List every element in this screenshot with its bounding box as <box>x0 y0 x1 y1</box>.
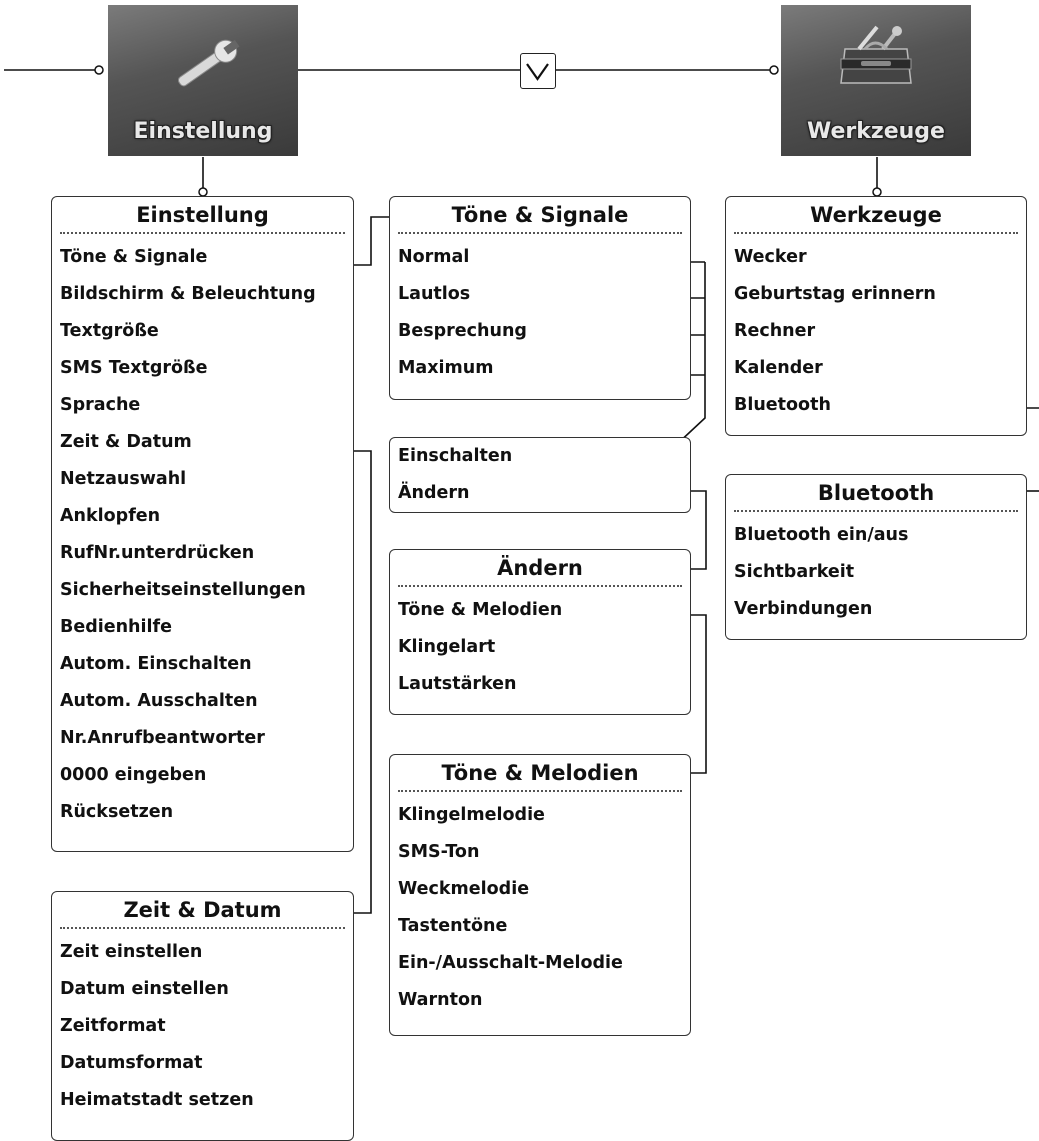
menu-zeit-datum: Zeit & Datum Zeit einstellen Datum einst… <box>51 891 354 1141</box>
tile-label: Werkzeuge <box>807 119 945 144</box>
menu-list: Normal Lautlos Besprechung Maximum <box>390 239 690 387</box>
menu-item-heimatstadt[interactable]: Heimatstadt setzen <box>60 1090 254 1110</box>
menu-item-bildschirm[interactable]: Bildschirm & Beleuchtung <box>60 284 316 304</box>
tile-einstellung[interactable]: Einstellung <box>108 5 298 156</box>
connector-node <box>198 187 208 197</box>
menu-toene-signale: Töne & Signale Normal Lautlos Besprechun… <box>389 196 691 400</box>
menu-item-tastentoene[interactable]: Tastentöne <box>398 916 508 936</box>
menu-title: Töne & Melodien <box>441 761 639 785</box>
menu-item-klingelmelodie[interactable]: Klingelmelodie <box>398 805 545 825</box>
menu-item-geburtstag[interactable]: Geburtstag erinnern <box>734 284 936 304</box>
dotted-divider <box>60 232 345 234</box>
menu-item-toene-melodien[interactable]: Töne & Melodien <box>398 600 563 620</box>
menu-item-sms-textgroesse[interactable]: SMS Textgröße <box>60 358 208 378</box>
menu-header: Werkzeuge <box>726 197 1026 235</box>
menu-header: Einstellung <box>52 197 353 235</box>
tile-werkzeuge[interactable]: Werkzeuge <box>781 5 971 156</box>
menu-item-toene-signale[interactable]: Töne & Signale <box>60 247 208 267</box>
menu-werkzeuge: Werkzeuge Wecker Geburtstag erinnern Rec… <box>725 196 1027 436</box>
menu-list: Zeit einstellen Datum einstellen Zeitfor… <box>52 934 353 1119</box>
menu-title: Werkzeuge <box>810 203 942 227</box>
menu-item-wecker[interactable]: Wecker <box>734 247 807 267</box>
menu-item-ruecksetzen[interactable]: Rücksetzen <box>60 802 174 822</box>
menu-item-anrufbeantworter[interactable]: Nr.Anrufbeantworter <box>60 728 265 748</box>
menu-item-ein-ausschalt-melodie[interactable]: Ein-/Ausschalt-Melodie <box>398 953 623 973</box>
menu-item-bluetooth-ein-aus[interactable]: Bluetooth ein/aus <box>734 525 909 545</box>
menu-header: Töne & Melodien <box>390 755 690 793</box>
menu-list: Klingelmelodie SMS-Ton Weckmelodie Taste… <box>390 797 690 1019</box>
wrench-icon <box>177 39 240 87</box>
menu-aendern: Ändern Töne & Melodien Klingelart Lautst… <box>389 549 691 715</box>
dotted-divider <box>60 927 345 929</box>
menu-item-anklopfen[interactable]: Anklopfen <box>60 506 161 526</box>
menu-item-maximum[interactable]: Maximum <box>398 358 494 378</box>
menu-list: Töne & Signale Bildschirm & Beleuchtung … <box>52 239 353 831</box>
dotted-divider <box>398 790 682 792</box>
menu-item-kalender[interactable]: Kalender <box>734 358 823 378</box>
menu-item-datum-einstellen[interactable]: Datum einstellen <box>60 979 229 999</box>
menu-item-aendern[interactable]: Ändern <box>398 483 470 503</box>
dotted-divider <box>398 232 682 234</box>
menu-item-bluetooth[interactable]: Bluetooth <box>734 395 831 415</box>
menu-item-rechner[interactable]: Rechner <box>734 321 816 341</box>
menu-item-einschalten[interactable]: Einschalten <box>398 446 513 466</box>
menu-item-zeitformat[interactable]: Zeitformat <box>60 1016 166 1036</box>
menu-header: Bluetooth <box>726 475 1026 513</box>
menu-bluetooth: Bluetooth Bluetooth ein/aus Sichtbarkeit… <box>725 474 1027 640</box>
menu-item-autom-ausschalten[interactable]: Autom. Ausschalten <box>60 691 258 711</box>
menu-item-klingelart[interactable]: Klingelart <box>398 637 496 657</box>
menu-item-zeit-datum[interactable]: Zeit & Datum <box>60 432 192 452</box>
chevron-down-icon <box>526 63 549 81</box>
menu-item-warnton[interactable]: Warnton <box>398 990 483 1010</box>
expand-toggle[interactable] <box>520 53 556 89</box>
menu-item-verbindungen[interactable]: Verbindungen <box>734 599 873 619</box>
menu-toene-melodien: Töne & Melodien Klingelmelodie SMS-Ton W… <box>389 754 691 1036</box>
menu-list: Wecker Geburtstag erinnern Rechner Kalen… <box>726 239 1026 424</box>
menu-item-textgroesse[interactable]: Textgröße <box>60 321 159 341</box>
menu-item-weckmelodie[interactable]: Weckmelodie <box>398 879 530 899</box>
menu-item-sicherheit[interactable]: Sicherheitseinstellungen <box>60 580 306 600</box>
menu-list: Bluetooth ein/aus Sichtbarkeit Verbindun… <box>726 517 1026 628</box>
menu-list: Töne & Melodien Klingelart Lautstärken <box>390 592 690 703</box>
menu-einstellung: Einstellung Töne & Signale Bildschirm & … <box>51 196 354 852</box>
menu-item-bedienhilfe[interactable]: Bedienhilfe <box>60 617 172 637</box>
connector-node <box>872 187 882 197</box>
toolbox-icon <box>840 25 912 84</box>
menu-header: Ändern <box>390 550 690 588</box>
menu-title: Töne & Signale <box>451 203 629 227</box>
dotted-divider <box>398 585 682 587</box>
menu-item-besprechung[interactable]: Besprechung <box>398 321 527 341</box>
menu-item-zeit-einstellen[interactable]: Zeit einstellen <box>60 942 203 962</box>
menu-item-sichtbarkeit[interactable]: Sichtbarkeit <box>734 562 855 582</box>
menu-profil-optionen: Einschalten Ändern <box>389 437 691 513</box>
menu-title: Bluetooth <box>817 481 935 505</box>
menu-title: Zeit & Datum <box>123 898 282 922</box>
menu-item-autom-einschalten[interactable]: Autom. Einschalten <box>60 654 252 674</box>
menu-item-datumsformat[interactable]: Datumsformat <box>60 1053 203 1073</box>
tile-label: Einstellung <box>133 119 273 144</box>
menu-header: Zeit & Datum <box>52 892 353 930</box>
connector-node <box>769 65 779 75</box>
menu-header: Töne & Signale <box>390 197 690 235</box>
menu-item-lautlos[interactable]: Lautlos <box>398 284 471 304</box>
menu-item-normal[interactable]: Normal <box>398 247 470 267</box>
menu-item-netzauswahl[interactable]: Netzauswahl <box>60 469 187 489</box>
menu-title: Ändern <box>497 556 583 580</box>
menu-item-sms-ton[interactable]: SMS-Ton <box>398 842 480 862</box>
menu-title: Einstellung <box>136 203 269 227</box>
dotted-divider <box>734 232 1018 234</box>
dotted-divider <box>734 510 1018 512</box>
menu-list: Einschalten Ändern <box>390 438 690 512</box>
menu-item-sprache[interactable]: Sprache <box>60 395 141 415</box>
menu-item-rufnr[interactable]: RufNr.unterdrücken <box>60 543 255 563</box>
connector-node <box>94 65 104 75</box>
menu-item-lautstaerken[interactable]: Lautstärken <box>398 674 517 694</box>
menu-item-pin-eingeben[interactable]: 0000 eingeben <box>60 765 207 785</box>
